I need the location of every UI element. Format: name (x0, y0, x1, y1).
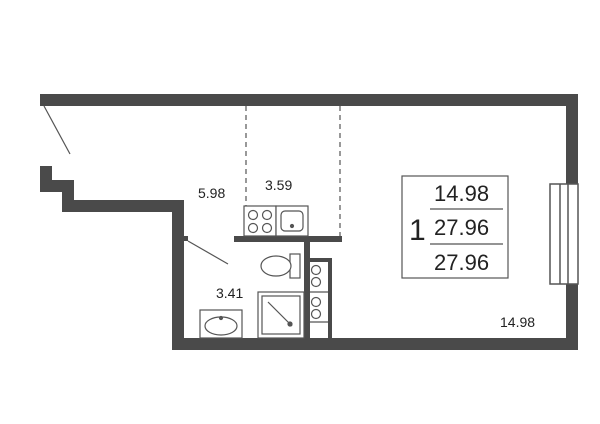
kitchen-area-label: 3.59 (265, 177, 292, 193)
living-area-value: 14.98 (434, 181, 489, 206)
wall-bath-right (304, 236, 310, 340)
utility-shaft (310, 264, 328, 323)
toilet (260, 253, 301, 279)
area-legend: 1 14.98 27.96 27.96 (401, 175, 509, 279)
washbasin (199, 309, 243, 339)
wall-right-upper (566, 94, 578, 184)
total-area-value: 27.96 (434, 215, 489, 240)
wall-entry-step2 (50, 180, 74, 192)
hall-area-label: 5.98 (198, 185, 225, 201)
kitchen-niche-outline (245, 106, 341, 236)
wall-bath-top-b (234, 236, 342, 242)
bathroom-area-label: 3.41 (216, 285, 243, 301)
wall-bath-left (172, 200, 184, 350)
wall-bath-top-a (184, 236, 188, 241)
rooms-count: 1 (409, 214, 426, 247)
shower-tray (257, 291, 305, 339)
wall-top (40, 94, 578, 106)
total-area-value-2: 27.96 (434, 250, 489, 275)
bath-door-leaf (187, 240, 229, 265)
entry-door-leaf (43, 105, 71, 155)
walls (40, 94, 578, 350)
stove (243, 205, 277, 237)
wall-shaft-top (306, 258, 332, 262)
wall-bottom (172, 338, 578, 350)
wall-entry-step3 (40, 166, 52, 192)
wall-entry-top (62, 200, 184, 212)
kitchen-sink (275, 205, 309, 237)
wall-shaft-right (328, 258, 332, 340)
living-area-label: 14.98 (500, 314, 535, 330)
wall-entry-step1 (62, 190, 74, 212)
window (549, 183, 579, 285)
wall-left-stub (40, 94, 52, 106)
wall-right-lower (566, 284, 578, 350)
